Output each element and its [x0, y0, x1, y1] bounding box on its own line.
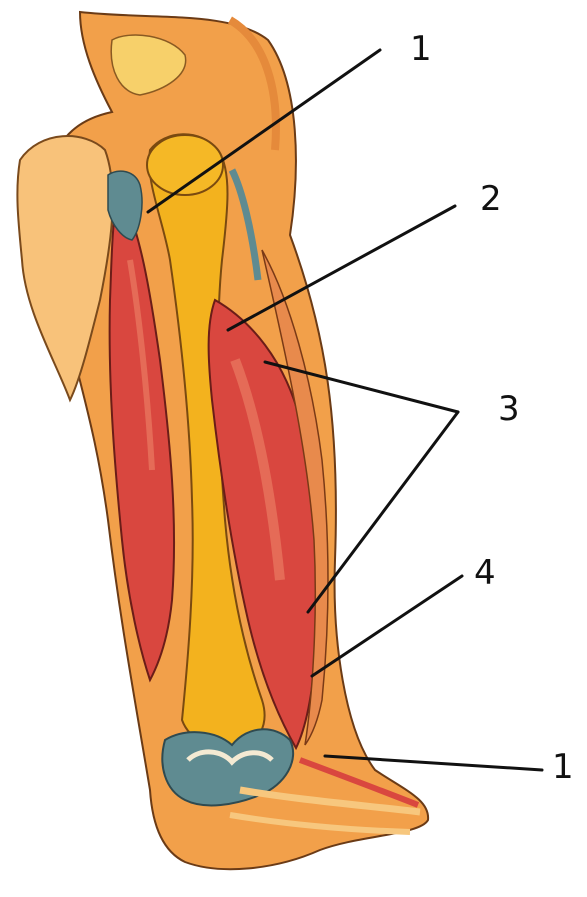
callout-label-1-top: 1: [410, 29, 432, 69]
callout-label-4: 4: [474, 553, 496, 593]
callout-label-2: 2: [480, 179, 502, 219]
callout-label-3: 3: [498, 389, 520, 429]
callout-label-1-bottom: 1: [552, 747, 574, 787]
